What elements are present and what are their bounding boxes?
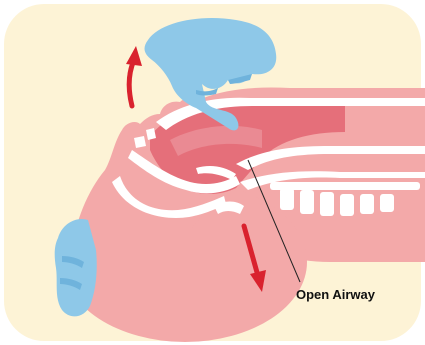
airway-label: Open Airway (296, 287, 376, 302)
gloved-hand-icon (55, 219, 97, 316)
